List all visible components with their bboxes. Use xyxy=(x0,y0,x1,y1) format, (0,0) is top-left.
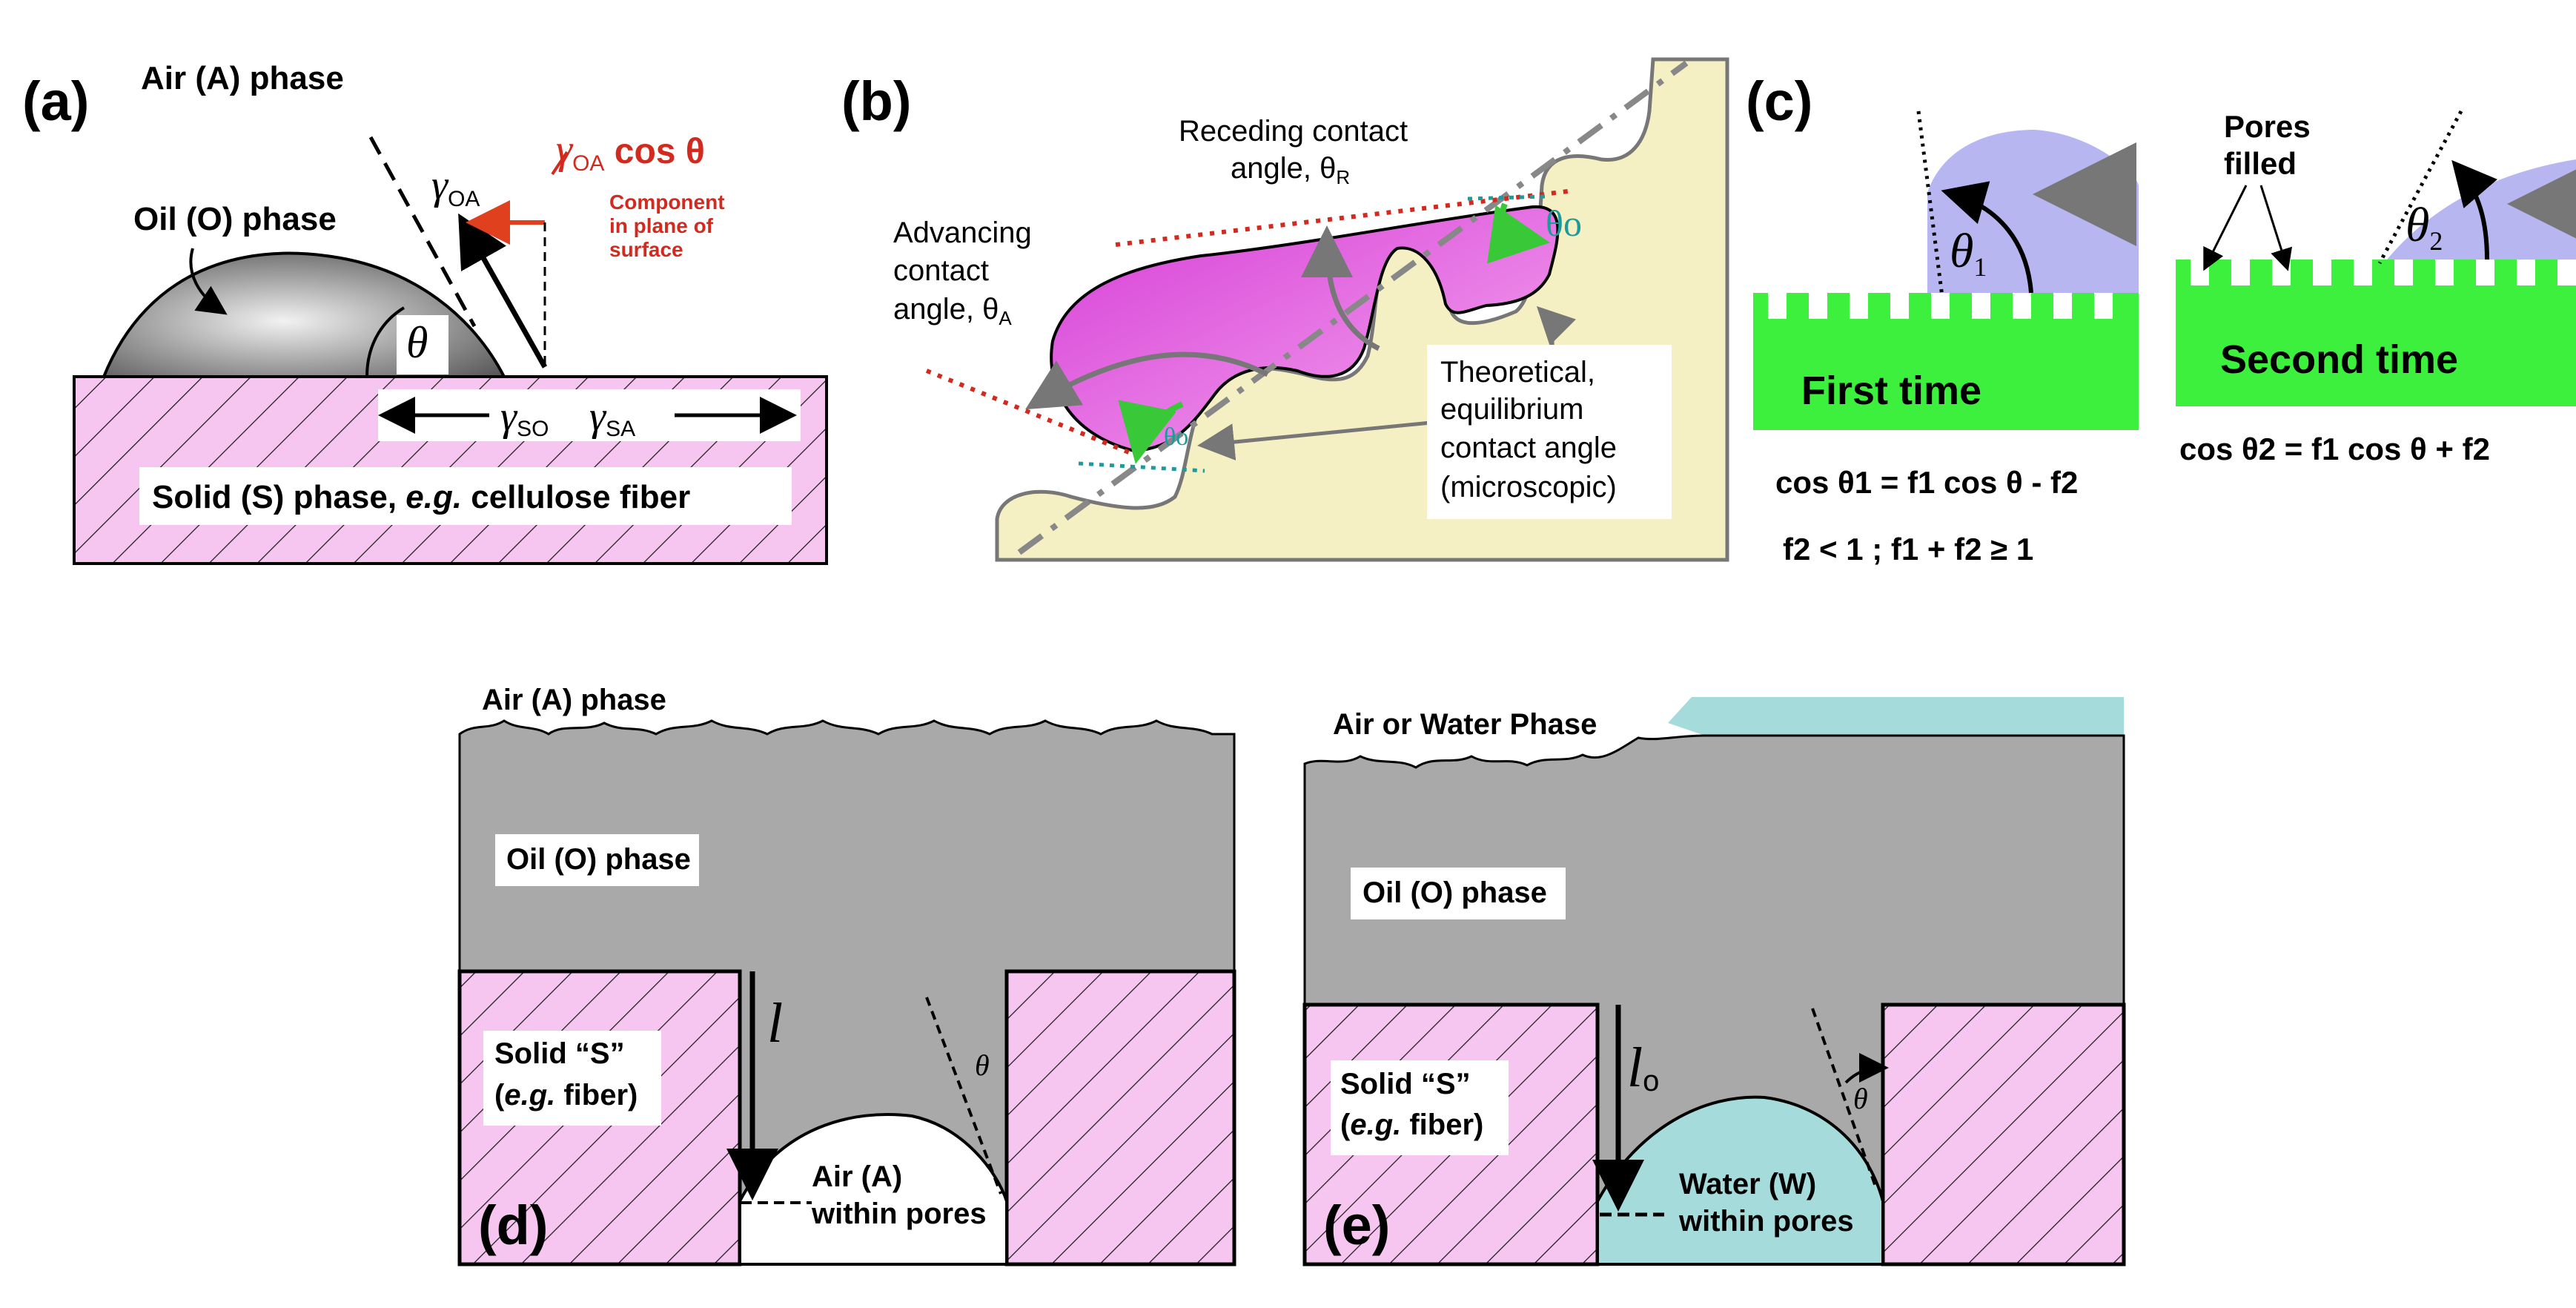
solid-label-e-2: (e.g. fiber) xyxy=(1340,1109,1483,1141)
oil-phase-label-d: Oil (O) phase xyxy=(506,843,691,876)
theta-arc xyxy=(365,306,405,377)
green-arc-1 xyxy=(1118,400,1184,464)
component-label-2: in plane of xyxy=(609,214,714,237)
advancing-label-2: contact xyxy=(893,254,989,287)
theta-o-top: θo xyxy=(1546,202,1582,244)
pores-label-2: filled xyxy=(2224,146,2297,181)
solid-label-d-2: (e.g. fiber) xyxy=(494,1079,638,1112)
solid-label-box-d xyxy=(483,1031,661,1126)
pores-pointer-2 xyxy=(2259,185,2293,271)
gamma-so-label: γSO xyxy=(500,394,549,441)
gamma-oa-label: γOA xyxy=(431,162,480,211)
panel-a: (a) Air (A) phase Solid (S) phase, e.g. … xyxy=(22,60,828,565)
teal-local-2 xyxy=(1467,194,1546,201)
theoretical-label-4: (microscopic) xyxy=(1440,471,1617,503)
pores-label-1: Pores xyxy=(2224,109,2311,144)
air-water-label: Air or Water Phase xyxy=(1333,708,1597,741)
pore-label-d-1: Air (A) xyxy=(812,1160,902,1193)
solid-label-box xyxy=(139,467,792,525)
advancing-tangent xyxy=(925,369,1139,458)
equation-3: f2 < 1 ; f1 + f2 ≥ 1 xyxy=(1783,532,2033,567)
panel-b-letter: (b) xyxy=(841,70,912,132)
receding-tangent xyxy=(1115,189,1569,247)
teal-local-1 xyxy=(1078,461,1205,473)
first-slab xyxy=(1753,293,2139,430)
panel-b: (b) θo θo Receding contact angle, θR Adv… xyxy=(841,57,1729,562)
theoretical-box xyxy=(1427,345,1672,519)
second-slab xyxy=(2176,260,2576,406)
first-theta-arc xyxy=(1941,181,2033,294)
component-label-1: Component xyxy=(609,191,725,214)
gamma-oa-arrow xyxy=(458,213,548,369)
theoretical-label-3: contact angle xyxy=(1440,432,1617,464)
pore-label-e-1: Water (W) xyxy=(1679,1168,1816,1200)
cos-pointer-line xyxy=(551,151,569,176)
gamma-cos-label: γOA cos θ xyxy=(556,127,705,176)
panel-c-letter: (c) xyxy=(1746,70,1812,132)
theoretical-label-1: Theoretical, xyxy=(1440,356,1595,389)
magenta-droplet xyxy=(1050,205,1560,453)
water-top-band xyxy=(1631,697,2124,736)
theta-arc-e xyxy=(1844,1053,1889,1084)
oil-pointer-arrow xyxy=(189,248,228,315)
advancing-label-1: Advancing xyxy=(893,217,1032,249)
tangent-dashed-line xyxy=(368,136,477,328)
advancing-label-3: angle, θA xyxy=(893,293,1012,329)
theta2-label: θ2 xyxy=(2406,198,2443,256)
oil-phase-label-e: Oil (O) phase xyxy=(1363,876,1547,909)
solid-label-box-e xyxy=(1331,1060,1509,1155)
theta-a-symbol: θ xyxy=(406,318,428,367)
solid-right-d xyxy=(1004,969,1236,1266)
pointer-theoretical-1 xyxy=(1197,420,1431,460)
solid-right-e xyxy=(1881,1003,2126,1266)
gamma-sa-label: γSA xyxy=(589,394,635,441)
theta-o-bottom: θo xyxy=(1164,423,1188,451)
panel-d: Air (A) phase Oil (O) phase Solid “S” (e… xyxy=(457,684,1236,1266)
panel-e-letter: (e) xyxy=(1323,1195,1390,1256)
first-tangent xyxy=(1916,110,1944,297)
component-label-3: surface xyxy=(609,238,683,261)
air-phase-label: Air (A) phase xyxy=(141,60,344,96)
second-theta-arc xyxy=(2451,159,2498,260)
pore-label-d-2: within pores xyxy=(811,1198,987,1230)
recede-grey-arrow xyxy=(1301,225,1380,351)
receding-label-1: Receding contact xyxy=(1179,115,1408,148)
theta-box xyxy=(397,315,448,374)
theta-e: θ xyxy=(1853,1082,1868,1115)
theta1-label: θ1 xyxy=(1950,224,1987,282)
oil-phase-label: Oil (O) phase xyxy=(133,201,337,237)
oil-label-box-e xyxy=(1351,868,1566,919)
oil-label-box-d xyxy=(495,834,699,886)
panel-d-letter: (d) xyxy=(478,1195,549,1256)
tangent-e xyxy=(1811,1008,1877,1187)
pore-label-e-2: within pores xyxy=(1678,1205,1854,1238)
theoretical-label-2: equilibrium xyxy=(1440,393,1583,426)
receding-label-2: angle, θR xyxy=(1231,152,1350,188)
equation-1: cos θ1 = f1 cos θ - f2 xyxy=(1775,465,2078,500)
macro-baseline xyxy=(1017,60,1689,555)
panel-c: (c) First time θ1 Second time θ2 Pores f… xyxy=(1746,70,2576,567)
advance-grey-arrow xyxy=(1024,351,1269,410)
air-phase-label-d: Air (A) phase xyxy=(482,684,666,716)
solid-label-d-1: Solid “S” xyxy=(494,1037,625,1070)
equation-2: cos θ2 = f1 cos θ + f2 xyxy=(2179,432,2490,466)
solid-label-e-1: Solid “S” xyxy=(1340,1068,1471,1100)
l-label-d: l xyxy=(767,992,783,1054)
tangent-d xyxy=(925,997,1002,1195)
panel-e: Air or Water Phase Oil (O) phase Solid “… xyxy=(1302,697,2126,1266)
green-arc-2 xyxy=(1486,202,1550,264)
second-time-label: Second time xyxy=(2220,337,2458,382)
pores-pointer-1 xyxy=(2203,185,2248,271)
first-time-label: First time xyxy=(1801,369,1981,413)
theta-d: θ xyxy=(975,1048,990,1082)
solid-phase-label: Solid (S) phase, e.g. cellulose fiber xyxy=(152,479,690,515)
panel-a-letter: (a) xyxy=(22,70,89,132)
l-label-e: lo xyxy=(1627,1037,1659,1099)
